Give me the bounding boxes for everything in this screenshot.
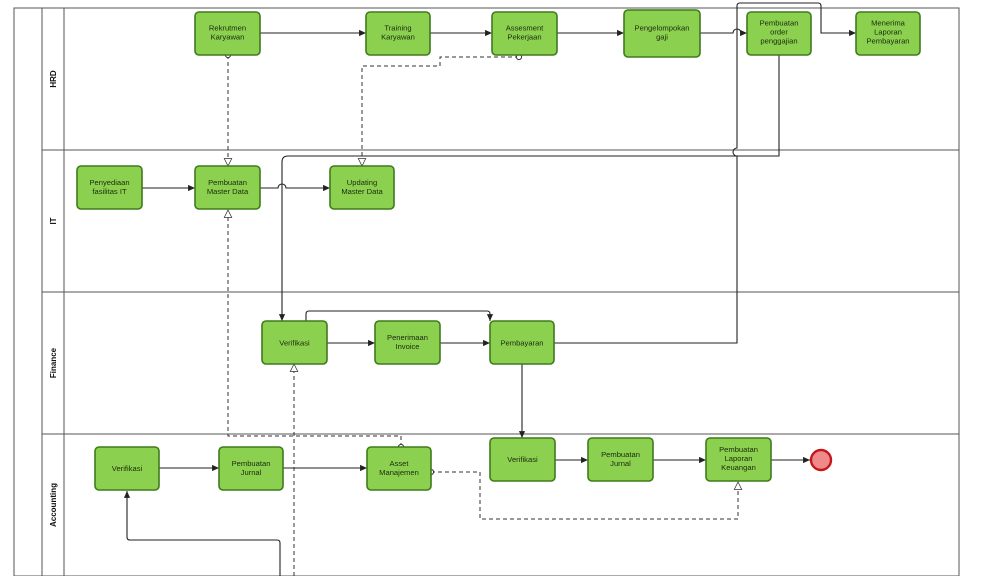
task-label: penggajian xyxy=(760,37,797,46)
task-label: Verifikasi xyxy=(112,464,143,473)
task-label: Master Data xyxy=(207,187,249,196)
svg-text:Verifikasi: Verifikasi xyxy=(507,455,538,464)
svg-text:Verifikasi: Verifikasi xyxy=(112,464,143,473)
lane-label-finance: Finance xyxy=(49,347,58,378)
task-label: Pembuatan xyxy=(760,19,799,28)
associations xyxy=(225,51,738,576)
svg-text:Pembayaran: Pembayaran xyxy=(500,339,543,348)
assoc-asset-laporan xyxy=(431,471,738,520)
task-label: Manajemen xyxy=(379,468,419,477)
task-label: Pembuatan xyxy=(208,178,247,187)
task-label: Penerimaan xyxy=(387,333,428,342)
task-label: fasilitas IT xyxy=(92,187,127,196)
lane-labels: HRD IT Finance Accounting xyxy=(49,70,58,527)
task-label: Pembayaran xyxy=(500,339,543,348)
task-label: Penyediaan xyxy=(89,178,129,187)
task-label: Verifikasi xyxy=(507,455,538,464)
task-label: Training xyxy=(384,24,411,33)
task-label: Pembuatan xyxy=(232,459,271,468)
task-pembayaran[interactable]: Pembayaran xyxy=(489,320,555,365)
task-label: Laporan xyxy=(725,454,753,463)
task-label: Pembayaran xyxy=(866,37,909,46)
flow-pembayaran-menerima-laporan xyxy=(554,2,856,344)
task-verifikasi-finance[interactable]: Verifikasi xyxy=(261,320,328,365)
svg-text:Verifikasi: Verifikasi xyxy=(279,339,310,348)
task-label: Verifikasi xyxy=(279,339,310,348)
task-label: order xyxy=(770,28,788,37)
task-label: Pembuatan xyxy=(601,450,640,459)
task-label: Updating xyxy=(347,178,377,187)
task-label: Karyawan xyxy=(381,33,415,42)
task-verifikasi-accounting-2[interactable]: Verifikasi xyxy=(489,437,556,482)
task-label: Master Data xyxy=(341,187,383,196)
sequence-flows xyxy=(123,2,856,576)
lane-label-accounting: Accounting xyxy=(49,483,58,527)
flow-verifikasi-pembayaran-bypass xyxy=(305,310,494,321)
task-verifikasi-accounting-1[interactable]: Verifikasi xyxy=(94,446,160,491)
pool xyxy=(13,7,960,576)
task-label: Karyawan xyxy=(211,33,245,42)
task-label: Assesment xyxy=(506,24,544,33)
lane-label-hrd: HRD xyxy=(49,70,58,88)
assoc-assesment-updating xyxy=(362,56,519,166)
end-event[interactable] xyxy=(809,448,833,472)
flow-order-verifikasi-finance xyxy=(278,55,780,321)
flow-loop-verifikasi-acc1 xyxy=(123,491,281,576)
lane-label-it: IT xyxy=(49,217,58,224)
task-label: Invoice xyxy=(395,342,419,351)
task-label: Keuangan xyxy=(721,463,756,472)
task-label: Asset xyxy=(390,459,410,468)
task-label: Pengelompokan xyxy=(635,24,690,33)
flow-pengelompokan-order xyxy=(700,28,747,37)
task-label: gaji xyxy=(656,33,668,42)
flow-master-updating xyxy=(260,183,330,192)
task-label: Rekrutmen xyxy=(209,24,246,33)
task-label: Jurnal xyxy=(610,459,631,468)
task-label: Menerima xyxy=(871,19,906,28)
assoc-asset-master xyxy=(228,210,402,447)
task-label: Laporan xyxy=(874,28,902,37)
task-label: Pembuatan xyxy=(719,445,758,454)
task-label: Jurnal xyxy=(241,468,262,477)
task-label: Pekerjaan xyxy=(507,33,541,42)
